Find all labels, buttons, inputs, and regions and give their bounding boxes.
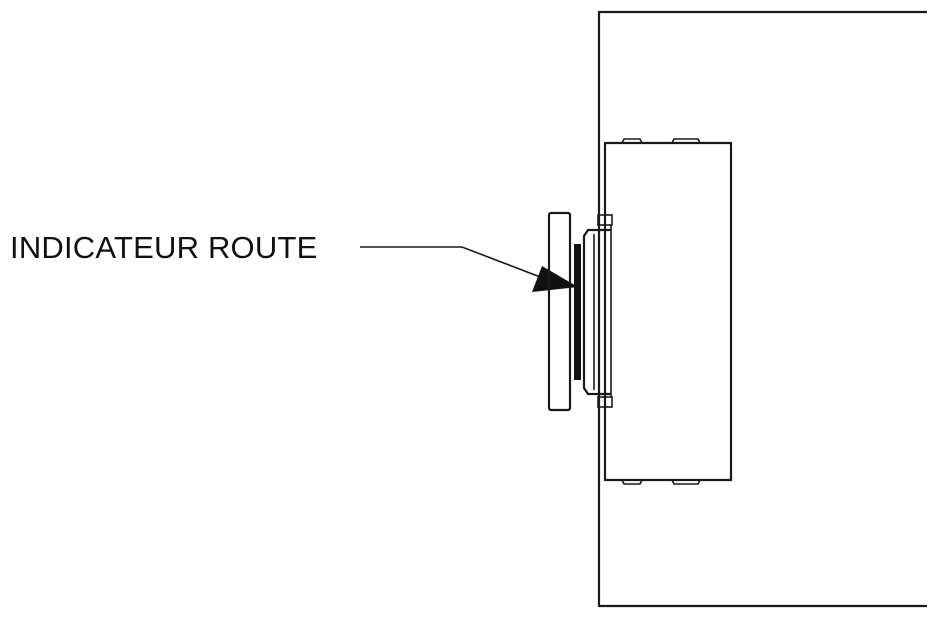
- mounting-bracket: [582, 214, 613, 408]
- housing-bottom-tab-left: [621, 479, 643, 485]
- housing-bottom-tab-right: [671, 479, 701, 485]
- housing-top-tab-left: [621, 138, 643, 144]
- arrow-head: [532, 266, 578, 292]
- housing-box: [603, 138, 733, 485]
- bracket-bottom-clip: [597, 396, 613, 408]
- route-indicator: [547, 211, 581, 412]
- indicator-display-strip: [574, 244, 581, 380]
- leader-arrow: [360, 246, 578, 292]
- housing-top-tab-right: [671, 138, 701, 144]
- bracket-frame: [582, 228, 611, 396]
- indicator-plate: [547, 211, 572, 412]
- wall-frame: [597, 10, 927, 608]
- bracket-top-clip: [597, 214, 613, 226]
- housing-body: [603, 141, 733, 482]
- route-indicator-label: INDICATEUR ROUTE: [10, 230, 317, 265]
- leader-line: [360, 246, 549, 281]
